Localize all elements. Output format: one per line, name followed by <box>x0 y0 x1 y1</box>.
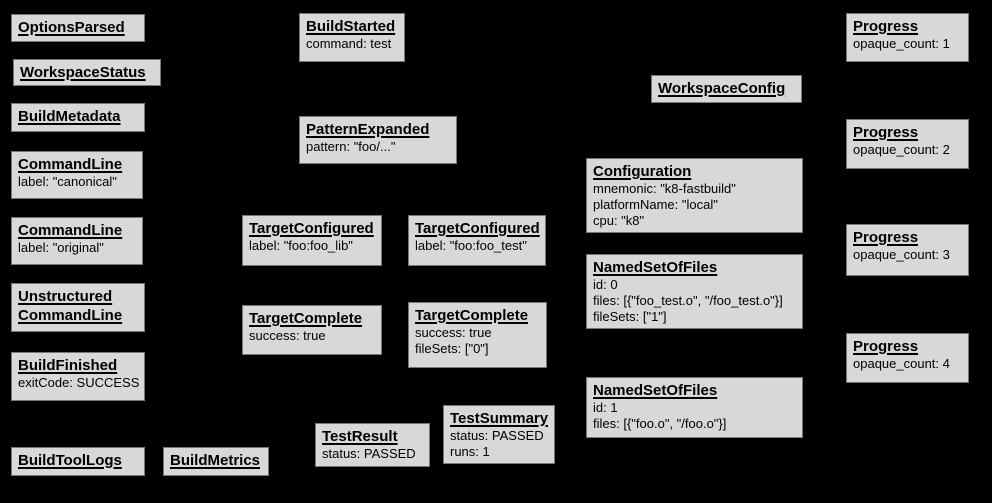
event-field: mnemonic: "k8-fastbuild" <box>593 181 736 196</box>
event-field: success: true <box>415 325 492 340</box>
event-field: label: "canonical" <box>18 174 117 189</box>
event-title: WorkspaceConfig <box>658 80 786 97</box>
event-title: OptionsParsed <box>18 19 125 36</box>
event-title: TargetComplete <box>249 310 363 327</box>
event-title: Unstructured CommandLine <box>18 288 123 324</box>
event-field: status: PASSED <box>450 428 544 443</box>
event-field: cpu: "k8" <box>593 213 645 228</box>
event-box-workspace-config: WorkspaceConfig <box>651 75 802 103</box>
event-box-unstructured-command-line: Unstructured CommandLine <box>11 283 145 332</box>
event-title: Progress <box>853 18 919 35</box>
event-title: Progress <box>853 229 919 246</box>
event-title: BuildToolLogs <box>18 452 122 469</box>
event-title: TargetConfigured <box>415 220 540 237</box>
event-field: success: true <box>249 328 326 343</box>
event-title: NamedSetOfFiles <box>593 259 718 276</box>
event-field: opaque_count: 4 <box>853 356 950 371</box>
event-title: TestSummary <box>450 410 549 427</box>
event-title: WorkspaceStatus <box>20 64 146 81</box>
event-field: fileSets: ["1"] <box>593 309 667 324</box>
event-field: id: 0 <box>593 277 618 292</box>
event-title: BuildFinished <box>18 357 118 374</box>
event-box-build-tool-logs: BuildToolLogs <box>11 447 145 476</box>
event-box-build-metrics: BuildMetrics <box>163 447 269 476</box>
event-title: BuildStarted <box>306 18 396 35</box>
event-title: CommandLine <box>18 156 123 173</box>
event-title: PatternExpanded <box>306 121 430 138</box>
event-field: label: "original" <box>18 240 104 255</box>
event-title: Progress <box>853 124 919 141</box>
event-title: CommandLine <box>18 222 123 239</box>
event-field: id: 1 <box>593 400 618 415</box>
event-title: BuildMetrics <box>170 452 261 469</box>
event-title: Progress <box>853 338 919 355</box>
event-field: files: [{"foo_test.o", "/foo_test.o"}] <box>593 293 783 308</box>
event-title: TargetConfigured <box>249 220 374 237</box>
event-field: opaque_count: 3 <box>853 247 950 262</box>
event-box-build-metadata: BuildMetadata <box>11 103 145 132</box>
event-field: exitCode: SUCCESS <box>18 375 140 390</box>
event-field: files: [{"foo.o", "/foo.o"}] <box>593 416 727 431</box>
event-field: command: test <box>306 36 392 51</box>
event-title: TestResult <box>322 428 398 445</box>
event-field: opaque_count: 2 <box>853 142 950 157</box>
event-field: platformName: "local" <box>593 197 718 212</box>
event-field: status: PASSED <box>322 446 416 461</box>
event-field: label: "foo:foo_lib" <box>249 238 353 253</box>
event-field: opaque_count: 1 <box>853 36 950 51</box>
event-field: pattern: "foo/..." <box>306 139 396 154</box>
event-field: runs: 1 <box>450 444 490 459</box>
event-title: BuildMetadata <box>18 108 121 125</box>
event-field: label: "foo:foo_test" <box>415 238 527 253</box>
event-box-options-parsed: OptionsParsed <box>11 14 145 42</box>
event-title: NamedSetOfFiles <box>593 382 718 399</box>
event-box-workspace-status: WorkspaceStatus <box>13 59 161 86</box>
event-field: fileSets: ["0"] <box>415 341 489 356</box>
event-title: TargetComplete <box>415 307 529 324</box>
event-title: Configuration <box>593 163 692 180</box>
